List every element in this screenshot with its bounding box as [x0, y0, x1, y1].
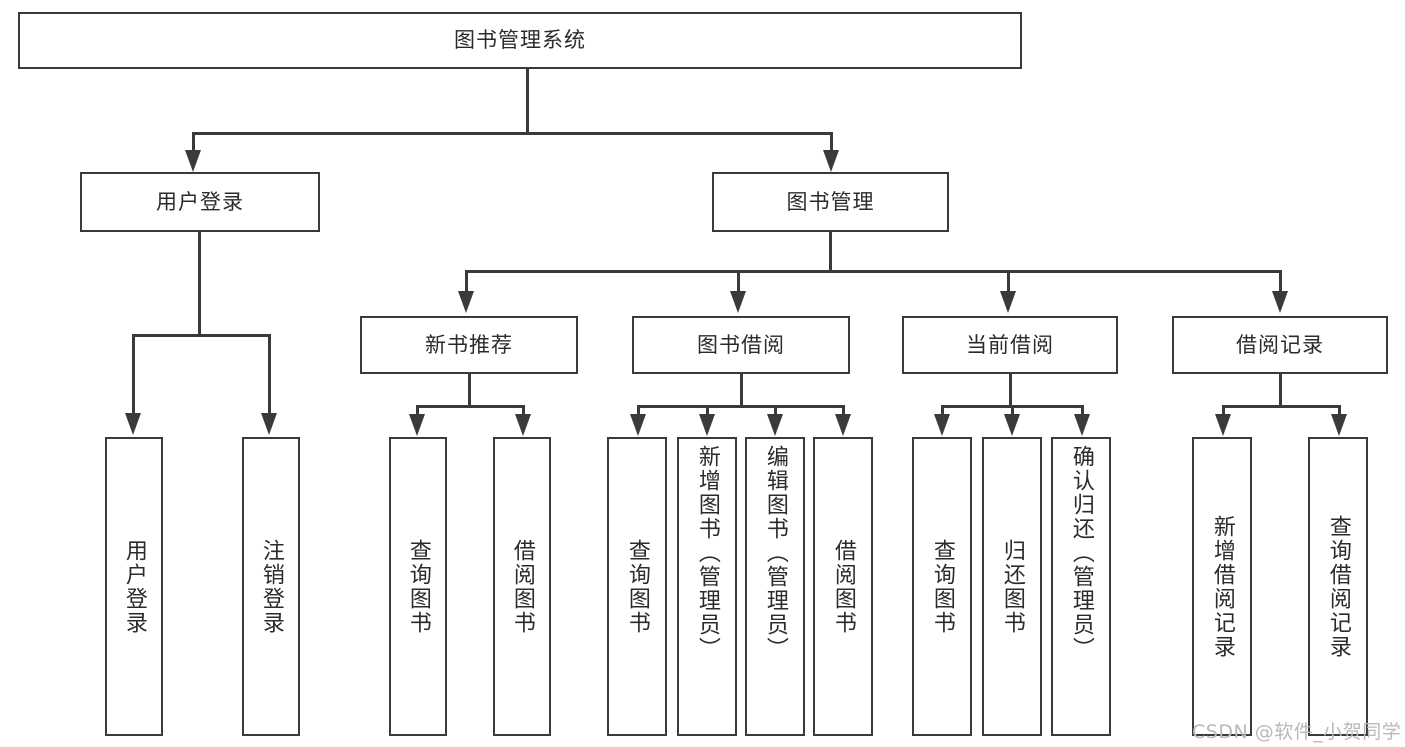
arrowhead-leaf-record-1 — [1215, 414, 1231, 436]
connector-borrow-drop-2 — [706, 405, 709, 417]
connector-root-stem — [526, 69, 529, 133]
connector-book-manage-drop-1 — [465, 270, 468, 294]
node-label: 图书管理系统 — [454, 28, 586, 53]
arrowhead-leaf-borrow-3 — [767, 414, 783, 436]
node-label: 新增图书（管理员） — [694, 445, 720, 661]
connector-user-login-drop-2 — [268, 334, 271, 416]
arrowhead-leaf-borrow-2 — [699, 414, 715, 436]
connector-user-login-bar — [132, 334, 268, 337]
arrowhead-leaf-recommend-2 — [515, 414, 531, 436]
node-label: 用户登录 — [156, 189, 244, 214]
leaf-record-add-record[interactable]: 新增借阅记录 — [1192, 437, 1252, 736]
node-label: 归还图书 — [999, 538, 1025, 635]
arrowhead-leaf-current-3 — [1074, 414, 1090, 436]
arrowhead-user-login — [185, 150, 201, 172]
node-borrow-record[interactable]: 借阅记录 — [1172, 316, 1388, 374]
leaf-borrow-borrow-book[interactable]: 借阅图书 — [813, 437, 873, 736]
connector-current-drop-3 — [1081, 405, 1084, 417]
arrowhead-leaf-current-2 — [1004, 414, 1020, 436]
connector-borrow-drop-3 — [774, 405, 777, 417]
connector-book-manage-drop-4 — [1279, 270, 1282, 294]
node-label: 用户登录 — [121, 538, 147, 635]
node-label: 图书借阅 — [697, 332, 785, 357]
connector-borrow-stem — [740, 374, 743, 406]
connector-record-stem — [1279, 374, 1282, 406]
node-label: 编辑图书（管理员） — [762, 445, 788, 661]
connector-book-manage-drop-3 — [1007, 270, 1010, 294]
node-label: 新增借阅记录 — [1209, 514, 1235, 659]
node-label: 借阅记录 — [1236, 332, 1324, 357]
arrowhead-leaf-current-1 — [934, 414, 950, 436]
node-book-borrow[interactable]: 图书借阅 — [632, 316, 850, 374]
arrowhead-leaf-user-login-2 — [261, 413, 277, 435]
node-current-borrow[interactable]: 当前借阅 — [902, 316, 1118, 374]
node-user-login[interactable]: 用户登录 — [80, 172, 320, 232]
connector-record-drop-1 — [1222, 405, 1225, 417]
connector-current-drop-1 — [941, 405, 944, 417]
leaf-current-query-book[interactable]: 查询图书 — [912, 437, 972, 736]
arrowhead-book-borrow — [730, 291, 746, 313]
arrowhead-leaf-recommend-1 — [409, 414, 425, 436]
arrowhead-leaf-user-login-1 — [125, 413, 141, 435]
connector-recommend-stem — [468, 374, 471, 406]
node-label: 查询借阅记录 — [1325, 514, 1351, 659]
arrowhead-current-borrow — [1000, 291, 1016, 313]
arrowhead-leaf-borrow-4 — [835, 414, 851, 436]
leaf-borrow-query-book[interactable]: 查询图书 — [607, 437, 667, 736]
leaf-borrow-edit-book-admin[interactable]: 编辑图书（管理员） — [745, 437, 805, 736]
leaf-recommend-query-book[interactable]: 查询图书 — [389, 437, 447, 736]
node-label: 注销登录 — [258, 538, 284, 635]
connector-user-login-stem — [198, 232, 201, 335]
connector-book-manage-bar — [465, 270, 1281, 273]
connector-recommend-bar — [416, 405, 522, 408]
node-label: 当前借阅 — [966, 332, 1054, 357]
connector-recommend-drop-2 — [522, 405, 525, 417]
node-book-management[interactable]: 图书管理 — [712, 172, 949, 232]
arrowhead-leaf-borrow-1 — [630, 414, 646, 436]
connector-root-to-book-manage — [830, 132, 833, 154]
leaf-user-login[interactable]: 用户登录 — [105, 437, 163, 736]
connector-borrow-drop-1 — [637, 405, 640, 417]
leaf-recommend-borrow-book[interactable]: 借阅图书 — [493, 437, 551, 736]
node-label: 图书管理 — [786, 189, 875, 214]
arrowhead-borrow-record — [1272, 291, 1288, 313]
node-label: 借阅图书 — [830, 538, 856, 635]
node-label: 查询图书 — [405, 538, 431, 635]
connector-borrow-bar — [637, 405, 844, 408]
leaf-logout[interactable]: 注销登录 — [242, 437, 300, 736]
connector-root-bar — [192, 132, 832, 135]
arrowhead-book-manage — [823, 150, 839, 172]
node-label: 借阅图书 — [509, 538, 535, 635]
connector-current-stem — [1009, 374, 1012, 406]
node-label: 确认归还（管理员） — [1068, 445, 1094, 661]
node-label: 查询图书 — [929, 538, 955, 635]
leaf-current-confirm-return-admin[interactable]: 确认归还（管理员） — [1051, 437, 1111, 736]
connector-current-drop-2 — [1011, 405, 1014, 417]
connector-root-to-user-login — [192, 132, 195, 154]
leaf-current-return-book[interactable]: 归还图书 — [982, 437, 1042, 736]
arrowhead-leaf-record-2 — [1331, 414, 1347, 436]
connector-book-manage-stem — [829, 232, 832, 271]
node-label: 查询图书 — [624, 538, 650, 635]
leaf-record-query-record[interactable]: 查询借阅记录 — [1308, 437, 1368, 736]
csdn-watermark: CSDN @软件_小贺同学 — [1192, 721, 1402, 743]
connector-user-login-drop-1 — [132, 334, 135, 416]
leaf-borrow-add-book-admin[interactable]: 新增图书（管理员） — [677, 437, 737, 736]
arrowhead-new-book-recommend — [458, 291, 474, 313]
connector-borrow-drop-4 — [842, 405, 845, 417]
connector-record-drop-2 — [1338, 405, 1341, 417]
connector-record-bar — [1222, 405, 1338, 408]
connector-recommend-drop-1 — [416, 405, 419, 417]
node-label: 新书推荐 — [425, 332, 513, 357]
connector-book-manage-drop-2 — [737, 270, 740, 294]
node-new-book-recommend[interactable]: 新书推荐 — [360, 316, 578, 374]
node-root-system[interactable]: 图书管理系统 — [18, 12, 1022, 69]
